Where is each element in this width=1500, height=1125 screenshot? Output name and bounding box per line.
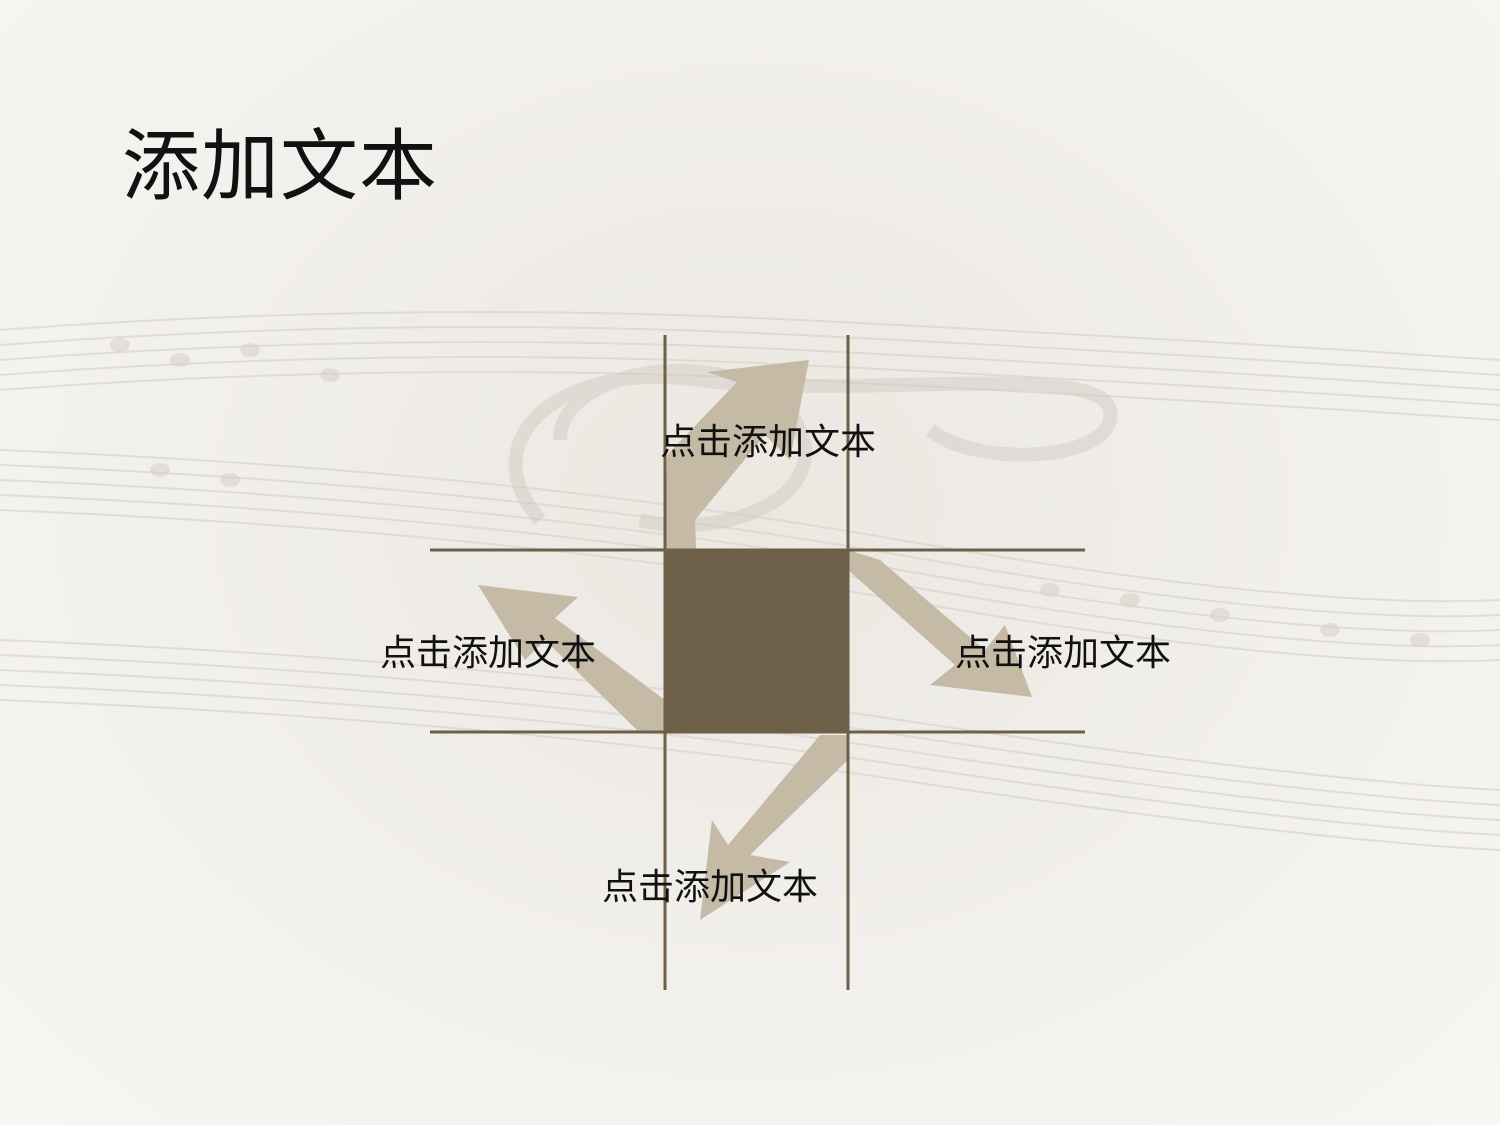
center-square — [665, 550, 848, 733]
label-right[interactable]: 点击添加文本 — [955, 633, 1172, 674]
slide-title[interactable]: 添加文本 — [122, 122, 439, 212]
label-top[interactable]: 点击添加文本 — [660, 422, 877, 463]
label-bottom[interactable]: 点击添加文本 — [602, 867, 819, 908]
arrow-down-right — [848, 550, 1032, 697]
label-left[interactable]: 点击添加文本 — [380, 633, 597, 674]
arrow-down-left — [700, 735, 848, 920]
arrow-up-left — [478, 585, 665, 733]
arrow-up-right — [665, 360, 809, 550]
